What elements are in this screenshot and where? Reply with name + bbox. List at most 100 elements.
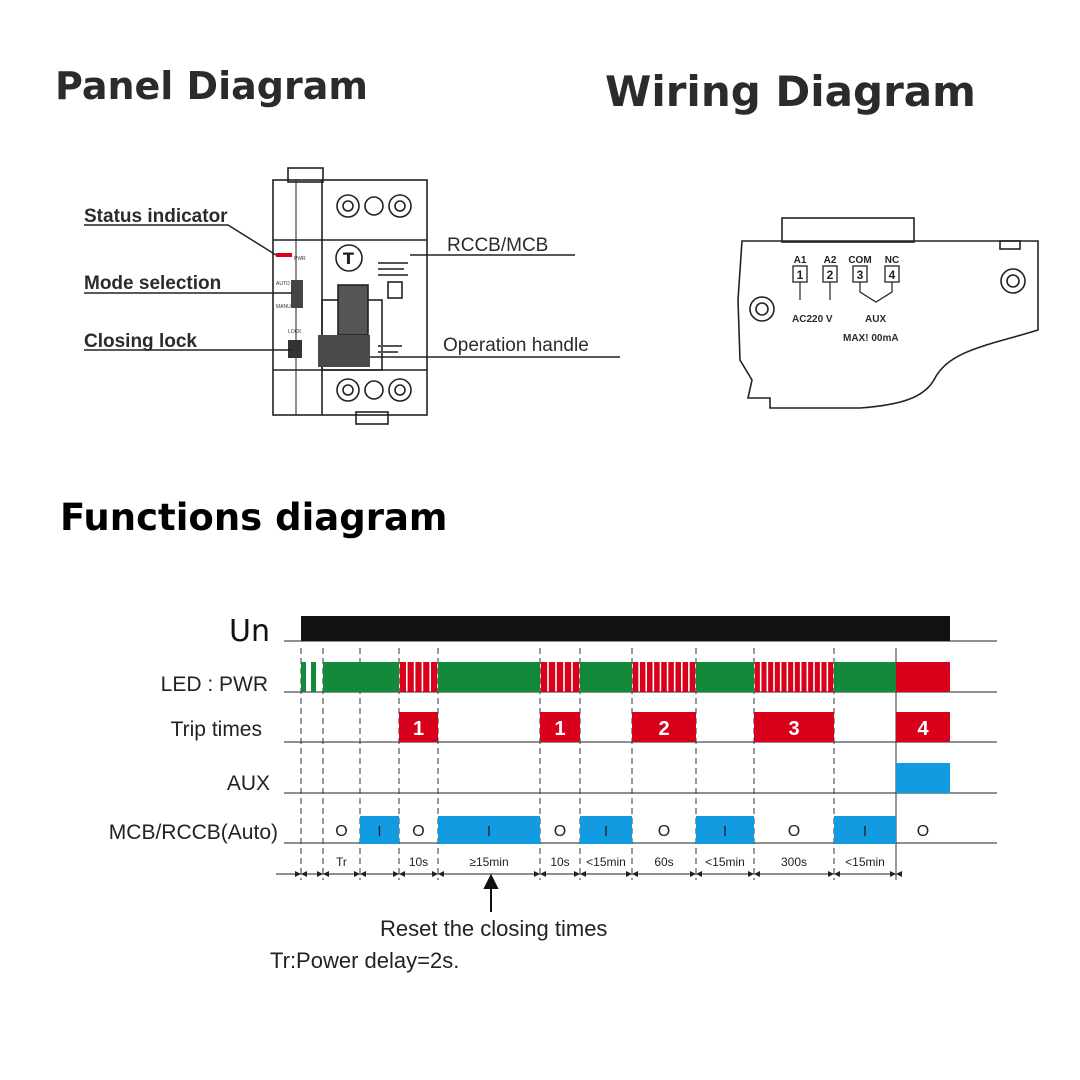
un-row [301, 616, 950, 641]
led-red-flash [794, 662, 800, 692]
row-label-trip-times: Trip times [171, 718, 262, 741]
device-brand-mark: T [343, 249, 354, 268]
dimension-arrowhead [393, 871, 399, 877]
dimension-arrowhead [580, 871, 586, 877]
terminal-label-3: COM [848, 255, 871, 266]
breaker-state-label: I [604, 823, 608, 840]
breaker-closed-box [360, 816, 399, 844]
led-red-flash [761, 662, 767, 692]
led-red-flash [548, 662, 556, 692]
led-red-flash [814, 662, 820, 692]
breaker-closed-box [696, 816, 754, 844]
breaker-state-label: O [658, 823, 670, 840]
interval-label: <15min [705, 855, 745, 869]
dimension-arrowhead [890, 871, 896, 877]
aux-row [896, 763, 950, 793]
led-red-flash [540, 662, 548, 692]
panel-diagram-title: Panel Diagram [55, 64, 368, 108]
interval-label: 10s [409, 855, 428, 869]
terminal-label-4: NC [885, 255, 899, 266]
dimension-arrowhead [896, 871, 902, 877]
dimension-arrowhead [754, 871, 760, 877]
terminal-number-2: 2 [827, 268, 834, 282]
row-label-un: Un [229, 614, 270, 649]
breaker-state-label: O [917, 823, 929, 840]
breaker-state-label: O [554, 823, 566, 840]
dimension-arrowhead [828, 871, 834, 877]
wiring-diagram-title: Wiring Diagram [605, 67, 976, 116]
led-red-flash [675, 662, 681, 692]
aux-terminal-label: AUX [865, 314, 886, 325]
breaker-state-label: O [412, 823, 424, 840]
dimension-arrowhead [632, 871, 638, 877]
led-red-flash [661, 662, 667, 692]
trip-count-label: 3 [788, 718, 799, 740]
pwr-text: PWR [294, 256, 306, 262]
led-green-steady [580, 662, 632, 692]
breaker-device [272, 167, 428, 425]
closing-lock-switch [288, 340, 302, 358]
row-label-aux: AUX [227, 772, 270, 795]
dimension-arrowhead [295, 871, 301, 877]
device-fine-print [378, 262, 408, 353]
led-red-flash [556, 662, 564, 692]
row-label-mcb-rccb: MCB/RCCB(Auto) [109, 821, 278, 844]
led-pwr-row [301, 662, 950, 692]
interval-label: <15min [845, 855, 885, 869]
led-red-flash [639, 662, 646, 692]
dimension-arrowhead [540, 871, 546, 877]
led-red-flash [399, 662, 406, 692]
breaker-state-label: I [377, 823, 381, 840]
trip-count-box [540, 712, 580, 742]
led-red-flash [768, 662, 774, 692]
terminal-number-3: 3 [857, 268, 864, 282]
auto-text: AUTO [276, 281, 290, 287]
aux-module-outline [737, 217, 1039, 409]
terminal-number-1: 1 [797, 268, 804, 282]
breaker-state-label: I [487, 823, 491, 840]
trip-count-box [754, 712, 834, 742]
dimension-arrowhead [354, 871, 360, 877]
aux-active-box [896, 763, 950, 793]
breaker-closed-box [834, 816, 896, 844]
breaker-closed-box [580, 816, 632, 844]
led-red-flash [407, 662, 414, 692]
led-red-flash [781, 662, 787, 692]
dimension-arrowhead [696, 871, 702, 877]
dimension-arrowhead [834, 871, 840, 877]
trip-count-box [399, 712, 438, 742]
dimension-arrowhead [748, 871, 754, 877]
interval-label: <15min [586, 855, 626, 869]
dimension-arrowhead [301, 871, 307, 877]
dimension-arrowhead [323, 871, 329, 877]
trip-count-label: 2 [658, 718, 669, 740]
dimension-arrowhead [534, 871, 540, 877]
led-red-flash [754, 662, 760, 692]
mode-selector-switch [291, 280, 303, 308]
led-red-flash [431, 662, 438, 692]
power-delay-note: Tr:Power delay=2s. [270, 948, 459, 973]
dimension-arrowhead [626, 871, 632, 877]
operation-handle [318, 335, 370, 367]
callout-closing-lock: Closing lock [84, 331, 197, 352]
reset-closing-times-note: Reset the closing times [380, 916, 607, 941]
lock-text: LOCK [288, 329, 302, 335]
led-red-flash [564, 662, 572, 692]
manu-text: MANU [276, 304, 291, 310]
reset-arrow [483, 873, 499, 912]
callout-operation-handle: Operation handle [443, 335, 589, 356]
led-red-flash [808, 662, 814, 692]
dimension-arrowhead [574, 871, 580, 877]
dimension-arrowhead [399, 871, 405, 877]
terminal-label-1: A1 [794, 255, 807, 266]
led-red-flash [668, 662, 674, 692]
led-red-flash [821, 662, 827, 692]
breaker-closed-box [438, 816, 540, 844]
breaker-state-label: O [335, 823, 347, 840]
led-green-pulse [301, 662, 306, 692]
dimension-arrowhead [438, 871, 444, 877]
